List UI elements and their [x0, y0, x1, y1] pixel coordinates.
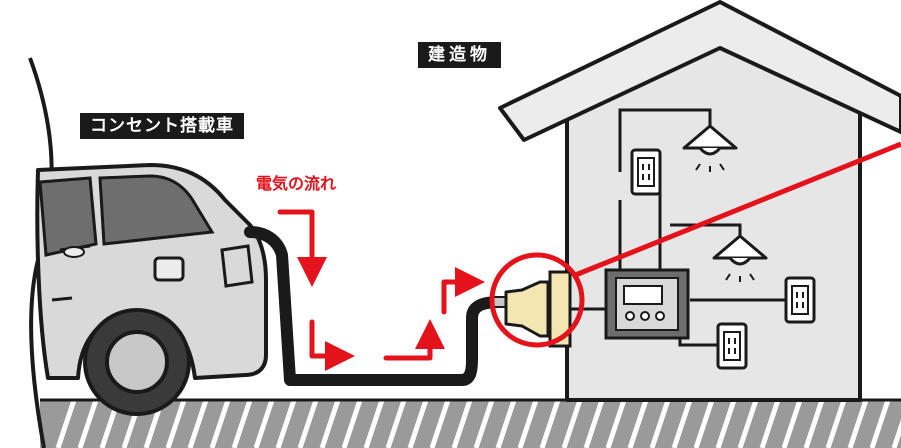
wall-outlet-icon [630, 148, 662, 196]
house [498, 0, 901, 402]
distribution-board-icon [604, 268, 690, 340]
wall-outlet-icon [784, 276, 816, 324]
car-outlet-icon [153, 256, 185, 282]
ground [40, 398, 901, 448]
car-label: コンセント搭載車 [80, 113, 244, 139]
zoom-callout [489, 141, 901, 348]
electricity-flow-label: 電気の流れ [256, 174, 337, 193]
car [28, 57, 268, 448]
power-cable [244, 226, 506, 386]
car-wheel [83, 308, 191, 416]
flow-arrow-icon [277, 209, 485, 371]
ceiling-lamp-icon [682, 124, 738, 172]
building-label: 建造物 [418, 42, 501, 68]
ceiling-lamp-icon [712, 234, 768, 282]
wall-outlet-icon [716, 322, 748, 370]
house-inlet [548, 270, 606, 348]
